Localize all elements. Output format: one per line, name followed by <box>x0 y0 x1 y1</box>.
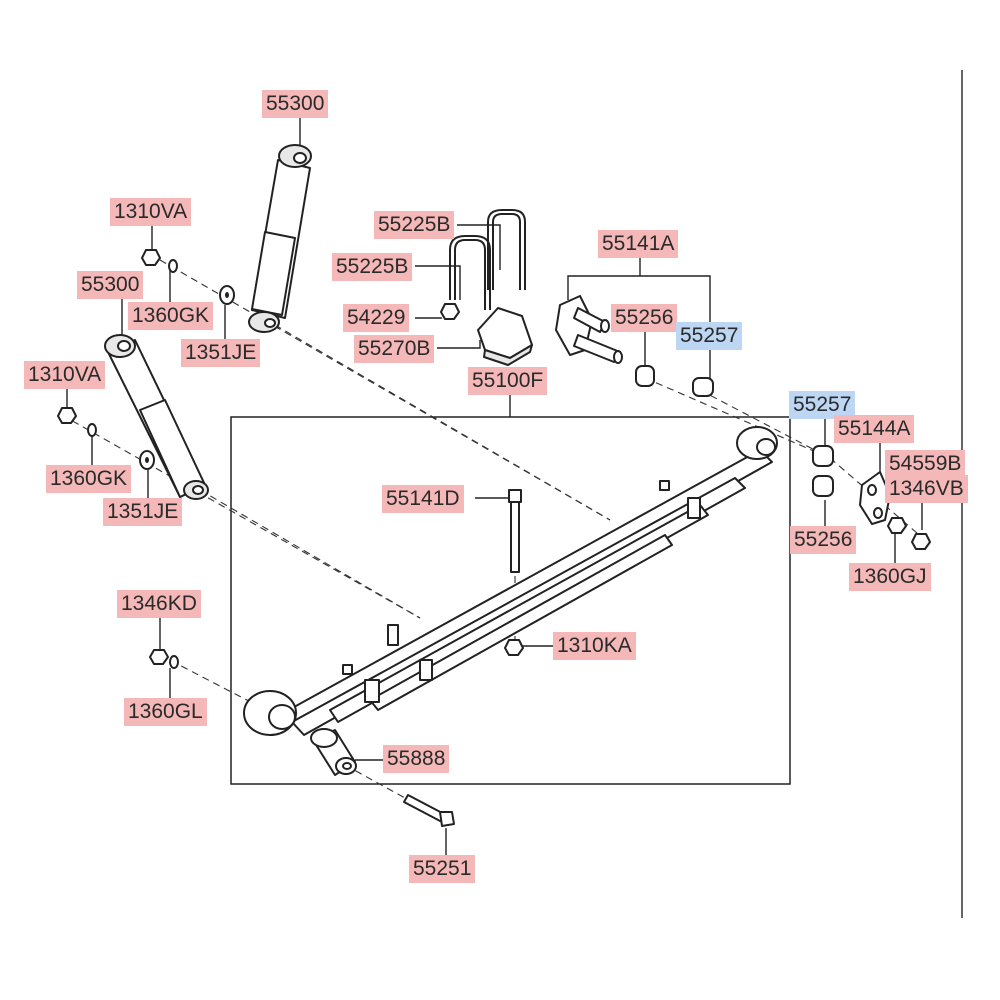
leader-lines <box>66 118 923 855</box>
label-washer-plain-upper[interactable]: 1351JE <box>181 339 261 367</box>
label-washer-1360gl[interactable]: 1360GL <box>124 698 207 726</box>
label-bushing-lower[interactable]: 55256 <box>790 526 857 554</box>
label-shackle-assy[interactable]: 55141A <box>598 230 679 258</box>
front-bushing-icon <box>310 728 357 776</box>
label-washer-spring-lower[interactable]: 1360GK <box>46 465 132 493</box>
label-bumper-stopper[interactable]: 55270B <box>354 335 435 363</box>
label-front-bolt[interactable]: 55251 <box>409 855 476 883</box>
bushings-icon <box>635 365 834 497</box>
label-bushing-blue-2[interactable]: 55257 <box>789 391 856 419</box>
label-bushing-blue-1[interactable]: 55257 <box>676 322 743 350</box>
label-u-bolt-front[interactable]: 55225B <box>332 253 413 281</box>
label-shock-absorber-lower[interactable]: 55300 <box>77 271 144 299</box>
label-nut-lower[interactable]: 1310VA <box>24 361 106 389</box>
label-front-bushing[interactable]: 55888 <box>383 745 450 773</box>
label-washer-1360gj[interactable]: 1360GJ <box>849 563 931 591</box>
fasteners-icon <box>57 249 931 669</box>
shock-absorber-lower-icon <box>104 334 209 500</box>
u-bolts-icon <box>449 209 526 310</box>
label-shock-absorber-upper[interactable]: 55300 <box>262 90 329 118</box>
label-nut-upper[interactable]: 1310VA <box>110 198 192 226</box>
label-bushing-top[interactable]: 55256 <box>611 304 678 332</box>
bumper-stopper-icon <box>477 307 533 366</box>
label-u-bolt-rear[interactable]: 55225B <box>374 211 455 239</box>
leaf-spring-icon <box>243 426 778 736</box>
label-nut-1346kd[interactable]: 1346KD <box>117 590 201 618</box>
label-shackle-plate[interactable]: 55144A <box>834 415 915 443</box>
center-bolt-icon <box>508 489 522 573</box>
label-washer-spring-upper[interactable]: 1360GK <box>128 302 214 330</box>
label-center-nut[interactable]: 1310KA <box>553 632 636 660</box>
label-part-54559[interactable]: 54559B <box>885 450 966 478</box>
shackle-assy-icon <box>555 295 623 364</box>
label-nut-1346vb[interactable]: 1346VB <box>885 475 968 503</box>
label-leaf-spring-assy[interactable]: 55100F <box>468 367 548 395</box>
front-bolt-icon <box>403 794 455 827</box>
label-washer-plain-lower[interactable]: 1351JE <box>103 498 183 526</box>
shock-absorber-upper-icon <box>248 144 312 333</box>
shackle-plate-icon <box>859 471 891 525</box>
label-ubolt-nut[interactable]: 54229 <box>343 304 410 332</box>
label-center-bolt[interactable]: 55141D <box>382 485 464 513</box>
